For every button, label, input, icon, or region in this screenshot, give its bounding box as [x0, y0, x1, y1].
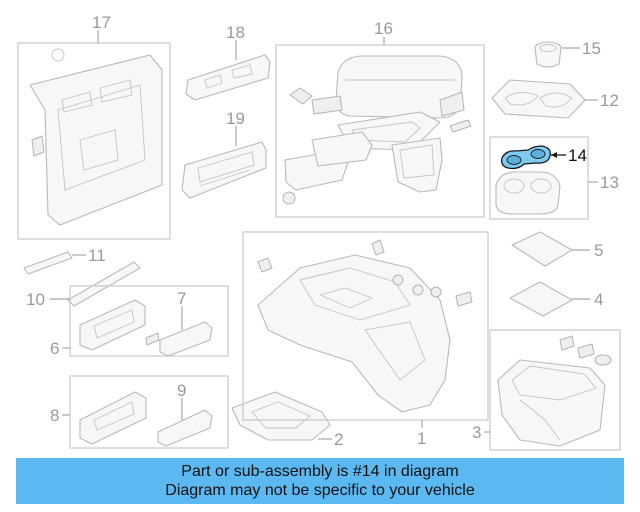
callout-14: 14: [568, 146, 587, 165]
part-14-cup-holder-mat: [500, 145, 551, 170]
callout-15: 15: [582, 39, 601, 58]
part-5-pad: [511, 231, 573, 267]
callout-7: 7: [177, 289, 186, 308]
callouts: 17 18 19 16 15 12 14 13 5 4 11 10 7 6 9 …: [26, 13, 619, 449]
part-8-9-group: [69, 375, 229, 449]
part-4-pad: [509, 281, 573, 317]
part-6-7-group: [69, 285, 229, 357]
part-16-armrest-assembly: [275, 44, 485, 218]
callout-4: 4: [594, 290, 603, 309]
part-13-cup-holder-box: [489, 136, 589, 220]
part-3-storage-bin: [489, 329, 621, 451]
banner-line-1: Part or sub-assembly is #14 in diagram: [181, 463, 459, 480]
part-15-cup-insert: [534, 41, 562, 68]
part-1-console-body: [242, 231, 489, 421]
part-10-strip: [67, 261, 141, 307]
callout-11: 11: [88, 246, 106, 265]
callout-18: 18: [226, 23, 245, 42]
callout-12: 12: [600, 91, 619, 110]
callout-8: 8: [50, 406, 59, 425]
callout-5: 5: [594, 241, 603, 260]
leader-lines: [50, 30, 598, 440]
part-12-cup-tray: [491, 79, 586, 119]
callout-19: 19: [226, 109, 245, 128]
callout-3: 3: [472, 423, 481, 442]
callout-13: 13: [600, 173, 619, 192]
callout-10: 10: [26, 290, 45, 309]
callout-1: 1: [417, 429, 426, 448]
callout-9: 9: [177, 381, 186, 400]
banner-line-2: Diagram may not be specific to your vehi…: [165, 482, 475, 499]
part-2-bracket: [231, 391, 331, 441]
part-11-strip: [23, 251, 73, 275]
callout-17: 17: [92, 13, 111, 32]
callout-16: 16: [374, 19, 393, 38]
callout-6: 6: [50, 339, 59, 358]
callout-2: 2: [334, 430, 343, 449]
part-17-console-panel: [17, 42, 171, 240]
part-18-trim: [185, 54, 271, 101]
part-19-bracket: [181, 141, 267, 199]
info-banner: Part or sub-assembly is #14 in diagram D…: [16, 458, 624, 504]
